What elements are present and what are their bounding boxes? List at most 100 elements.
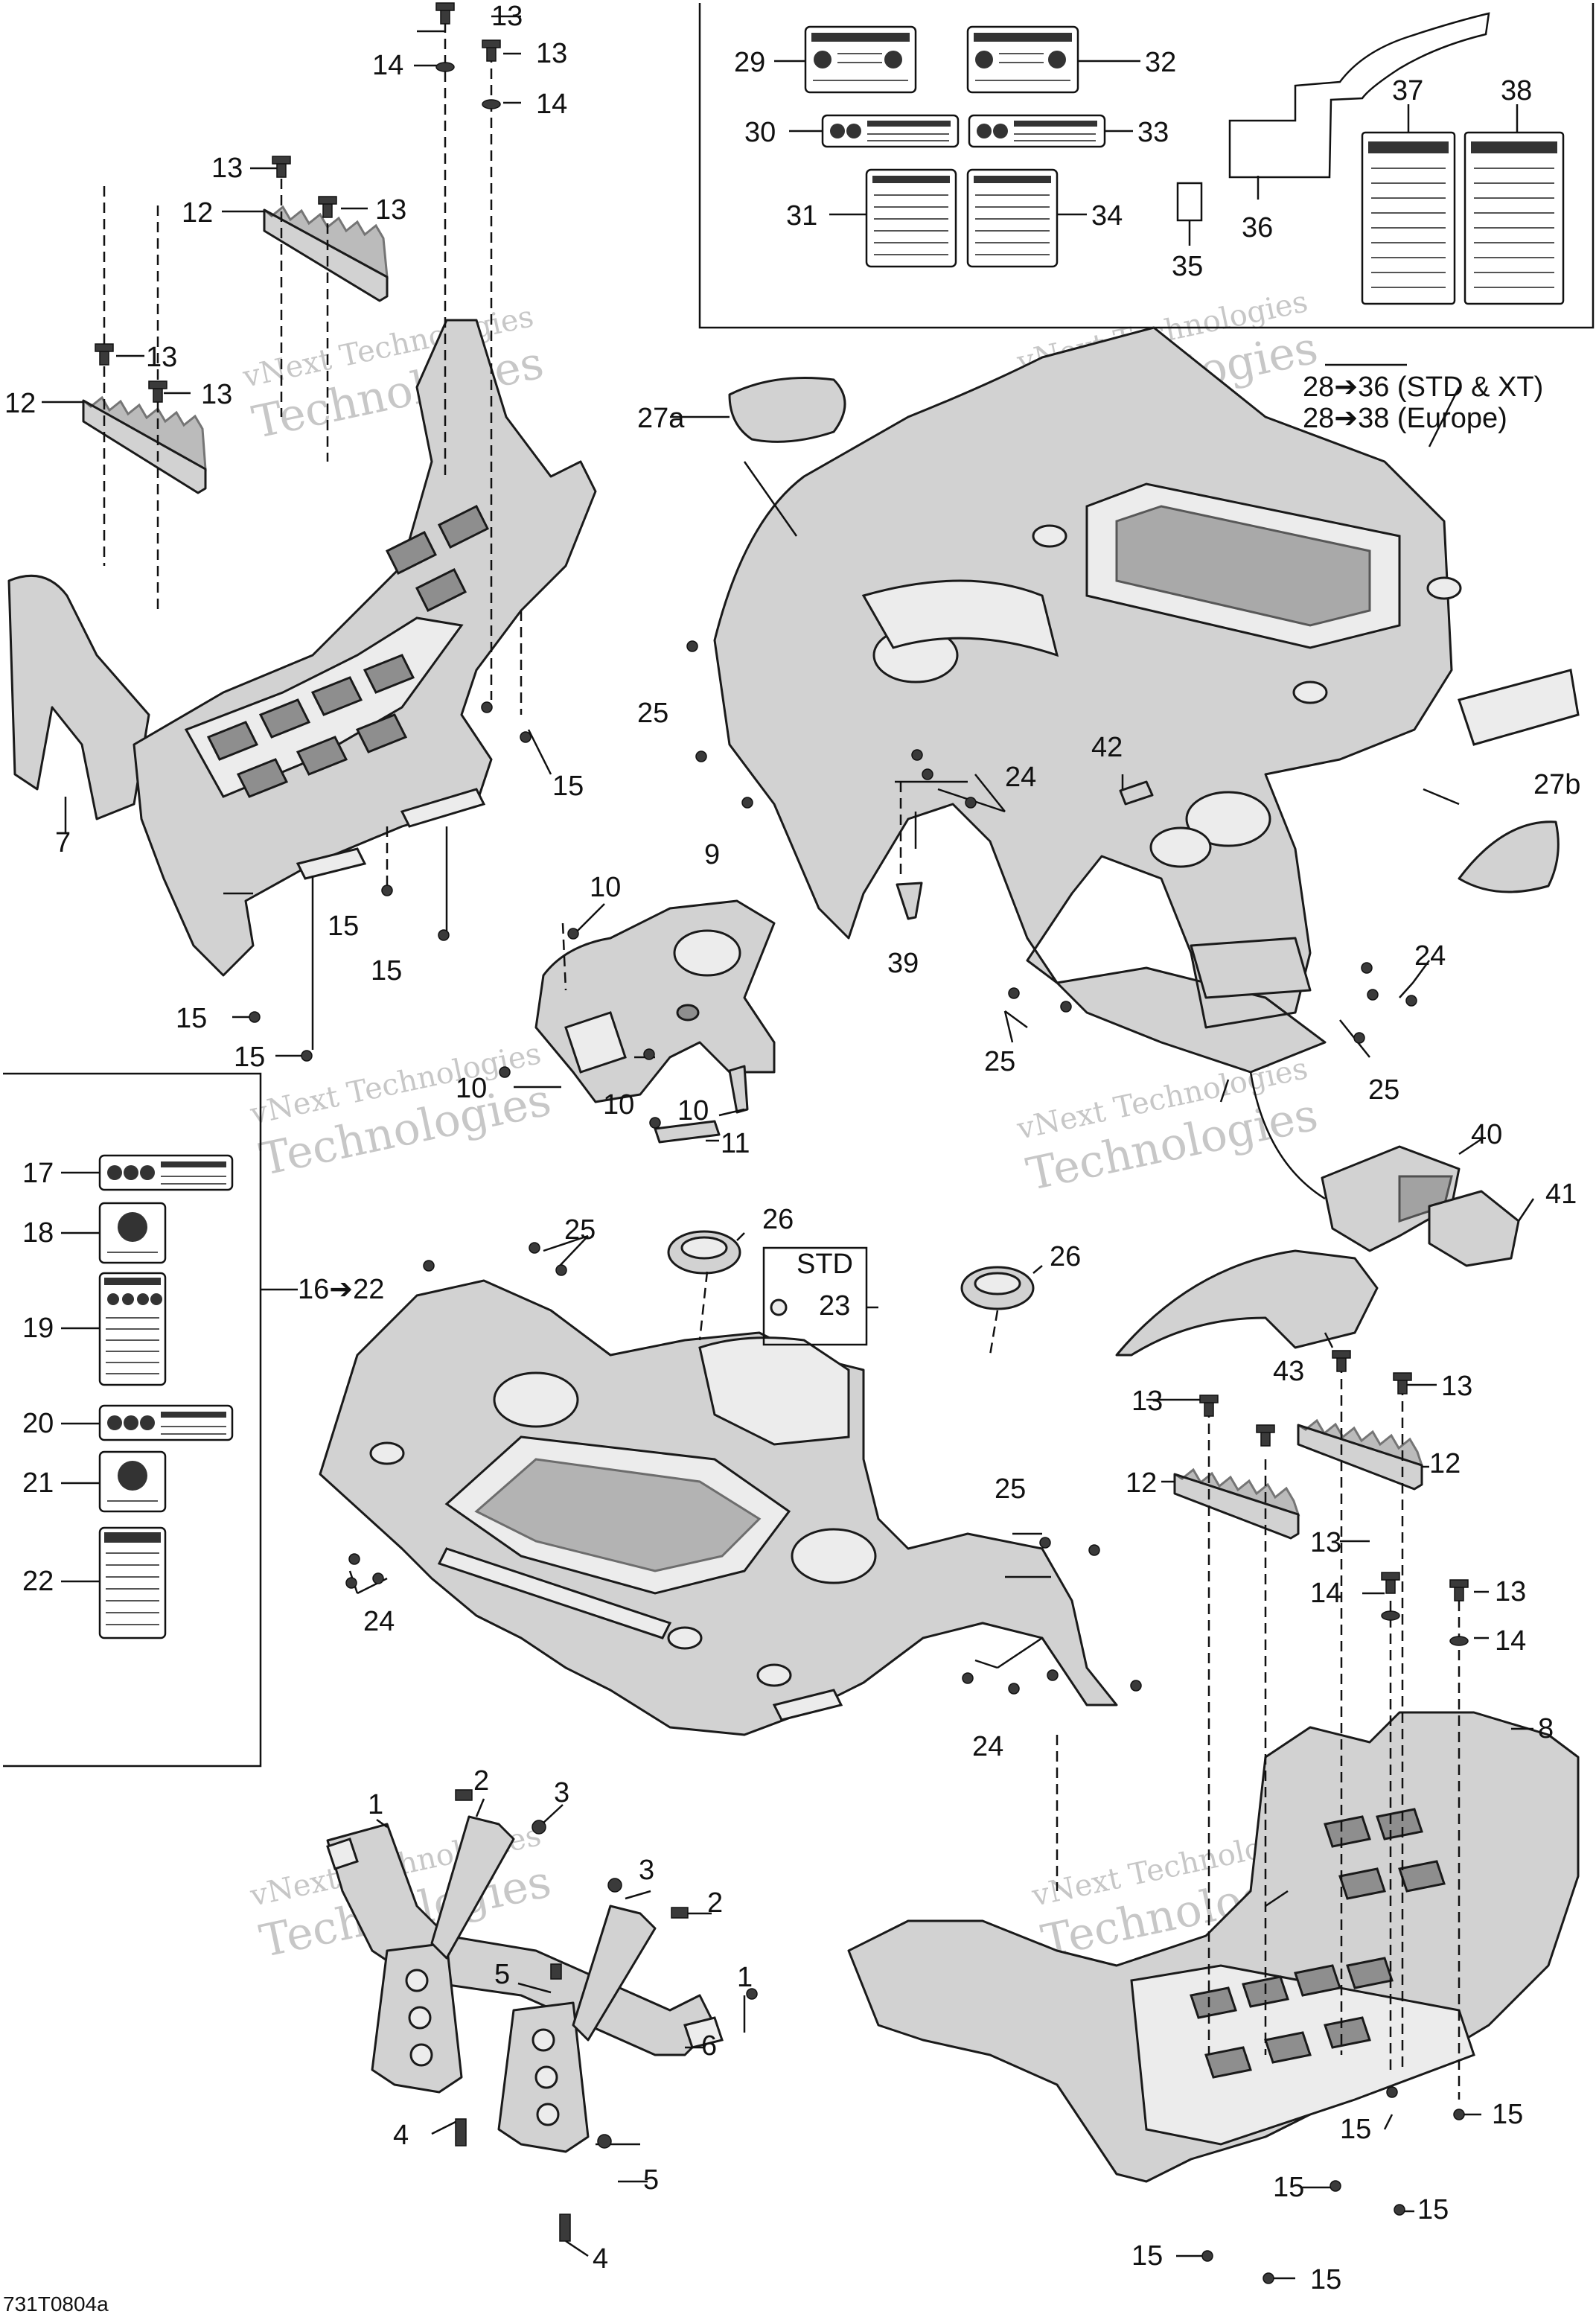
callout-38: 38 [1501,75,1532,106]
left-mud-flap [7,574,150,820]
callout-42: 42 [1091,732,1123,763]
callout-27a: 27a [637,403,685,434]
callout-2: 2 [473,1765,489,1797]
callout-43: 43 [1273,1356,1304,1387]
right-footpeg-upper [1297,1418,1424,1491]
callout-14: 14 [1495,1625,1526,1657]
callout-25: 25 [984,1046,1015,1077]
callout-21: 21 [22,1467,54,1499]
callout-15: 15 [1340,2114,1371,2145]
callout-24: 24 [972,1731,1003,1762]
callout-25: 25 [637,698,668,729]
callout-5: 5 [643,2164,659,2196]
callout-2: 2 [707,1887,723,1919]
front-bumper-assembly [326,1815,724,2153]
callout-3: 3 [554,1777,569,1808]
callout-15: 15 [1417,2194,1449,2225]
fasteners [95,2,1469,2284]
callout-12: 12 [182,197,213,229]
callout-16-22: 16➔22 [298,1274,384,1305]
callout-8: 8 [1538,1713,1554,1744]
front-fender-assembly [319,1279,1118,1736]
std-box [762,1246,868,1346]
callout-15: 15 [1273,2172,1304,2203]
right-footrest-assembly [847,1711,1580,2183]
decal-32-warning [966,25,1079,94]
callout-28-europe: 28➔38 (Europe) [1303,403,1507,434]
callout-31: 31 [786,200,817,232]
callout-6: 6 [701,2030,717,2062]
callout-13: 13 [491,1,523,32]
callout-12: 12 [4,388,36,419]
callout-35: 35 [1172,251,1203,282]
std-label: STD [797,1249,853,1280]
callout-24: 24 [1005,762,1036,793]
side-panel-9 [534,899,776,1103]
callout-3: 3 [639,1855,654,1886]
callout-13: 13 [211,153,243,184]
left-footrest-ribs [206,504,490,798]
callout-39: 39 [887,948,919,979]
parts-40-41-43 [1115,1145,1520,1357]
rear-fender-pad-27b [1458,820,1560,893]
callout-13: 13 [1441,1371,1472,1402]
callout-15: 15 [176,1003,207,1034]
callout-17: 17 [22,1158,54,1189]
callout-26: 26 [762,1204,794,1235]
left-footrest-assembly [7,319,597,977]
left-footpeg-lower [82,395,207,494]
decal-kit-box-front [3,1072,298,1768]
tray-40 [1321,1145,1461,1252]
callout-15: 15 [234,1042,265,1073]
front-cupholder-right [791,1528,877,1584]
callout-9: 9 [704,839,720,870]
right-footrest-ribs [1190,1808,1446,2079]
decal-22 [98,1526,167,1639]
callout-13: 13 [375,194,406,226]
part-42 [1119,780,1154,806]
callout-10: 10 [603,1089,634,1121]
callout-18: 18 [22,1217,54,1249]
callout-25: 25 [1368,1074,1399,1106]
callout-4: 4 [393,2120,409,2151]
callout-10: 10 [677,1095,709,1126]
callout-28-std: 28➔36 (STD & XT) [1303,372,1543,403]
callout-10: 10 [456,1073,487,1104]
callout-15: 15 [552,771,584,802]
callout-23: 23 [819,1290,850,1322]
callout-5: 5 [494,1959,510,1990]
callout-15: 15 [371,955,402,987]
rear-fender-assembly [713,326,1580,1074]
support-arm-right [572,1905,657,2042]
callout-15: 15 [1492,2099,1523,2130]
callout-19: 19 [22,1313,54,1344]
callout-1: 1 [368,1789,383,1820]
callout-7: 7 [55,827,71,858]
callout-4: 4 [593,2243,608,2275]
decal-35 [1176,182,1203,222]
callout-13: 13 [146,342,177,373]
callout-34: 34 [1091,200,1123,232]
callout-25: 25 [564,1214,596,1246]
front-cupholder-left [493,1371,579,1428]
rear-fender-pad-27a [728,377,846,443]
drawing-code: 731T0804a [3,2292,109,2316]
right-footpeg-lower [1173,1467,1300,1540]
callout-22: 22 [22,1566,54,1597]
callout-29: 29 [734,47,765,78]
decal-38-warning [1463,131,1565,305]
callout-27b: 27b [1533,769,1580,800]
nut-23 [770,1298,788,1316]
callout-13: 13 [1495,1576,1526,1607]
callout-1: 1 [737,1962,753,1993]
callout-12: 12 [1126,1467,1157,1499]
part-39 [896,882,923,920]
callout-15: 15 [1131,2240,1163,2272]
rear-fender-body [713,326,1453,1074]
decal-37-warning [1361,131,1456,305]
callout-41: 41 [1545,1179,1577,1210]
left-footpeg-upper [263,205,389,302]
callout-11: 11 [721,1128,750,1159]
callout-24: 24 [1414,940,1446,972]
